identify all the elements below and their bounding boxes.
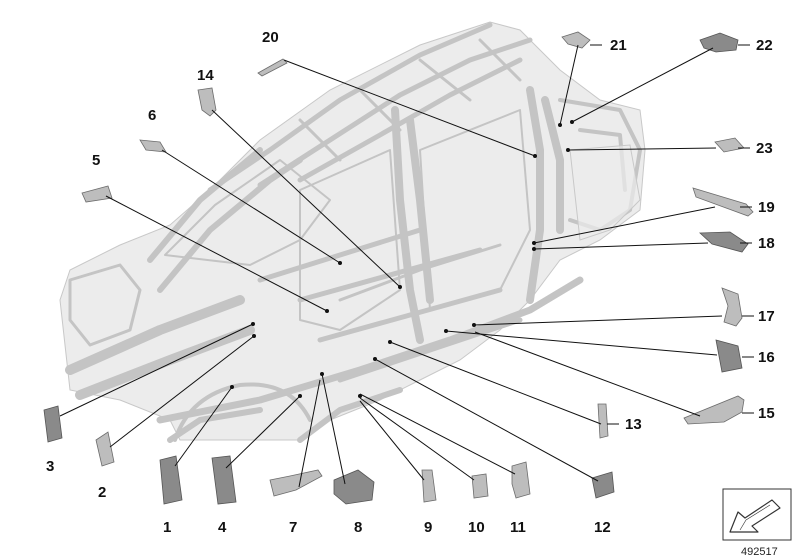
leader-dots bbox=[230, 120, 574, 398]
floor-tunnel bbox=[338, 243, 502, 302]
callout-15[interactable]: 15 bbox=[758, 405, 775, 422]
callout-21[interactable]: 21 bbox=[610, 37, 627, 54]
callout-10[interactable]: 10 bbox=[468, 519, 485, 536]
callout-6[interactable]: 6 bbox=[148, 107, 156, 124]
callout-1[interactable]: 1 bbox=[163, 519, 171, 536]
side-sill bbox=[156, 276, 584, 424]
callout-9[interactable]: 9 bbox=[424, 519, 432, 536]
diagram-reference-number: 492517 bbox=[741, 546, 778, 558]
callout-13[interactable]: 13 bbox=[625, 416, 642, 433]
car-body-illustration bbox=[59, 21, 646, 443]
callout-8[interactable]: 8 bbox=[354, 519, 362, 536]
front-rail bbox=[65, 295, 255, 400]
callout-5[interactable]: 5 bbox=[92, 152, 100, 169]
part-16-gusset bbox=[715, 339, 743, 373]
part-9-gusset bbox=[421, 469, 437, 503]
callout-22[interactable]: 22 bbox=[756, 37, 773, 54]
leader-lines bbox=[59, 44, 754, 488]
roof-frame bbox=[207, 22, 533, 193]
part-21-bracket bbox=[561, 31, 591, 49]
callout-16[interactable]: 16 bbox=[758, 349, 775, 366]
orientation-arrow-box bbox=[722, 488, 792, 541]
part-3-bracket bbox=[43, 405, 63, 443]
front-strut-tower bbox=[68, 263, 142, 347]
callout-11[interactable]: 11 bbox=[510, 519, 526, 536]
part-13-post bbox=[597, 403, 609, 439]
part-15-rail bbox=[683, 395, 745, 425]
part-14-gusset bbox=[197, 87, 217, 117]
direction-arrow-icon bbox=[729, 499, 781, 533]
callout-23[interactable]: 23 bbox=[756, 140, 773, 157]
windshield-opening bbox=[164, 159, 331, 266]
callout-labels: 20 14 6 5 21 22 23 19 18 17 16 15 13 12 … bbox=[46, 29, 775, 536]
part-20-bracket bbox=[257, 58, 288, 77]
floor-crossmembers bbox=[257, 227, 523, 383]
rear-quarter-panel bbox=[569, 144, 641, 241]
part-1-panel bbox=[159, 455, 183, 505]
part-4-panel bbox=[211, 455, 237, 505]
part-23-bracket bbox=[714, 137, 745, 153]
callout-3[interactable]: 3 bbox=[46, 458, 54, 475]
c-pillar bbox=[526, 86, 564, 304]
part-17-bracket bbox=[721, 287, 743, 327]
part-7-strut bbox=[269, 469, 323, 497]
part-8-housing bbox=[333, 469, 375, 505]
callout-20[interactable]: 20 bbox=[262, 29, 279, 46]
callout-4[interactable]: 4 bbox=[218, 519, 227, 536]
callout-18[interactable]: 18 bbox=[758, 235, 775, 252]
part-22-reinforcement bbox=[699, 32, 739, 53]
part-12-block bbox=[591, 471, 615, 499]
a-pillar bbox=[147, 147, 303, 293]
part-2-bracket bbox=[95, 431, 115, 467]
part-5-plate bbox=[81, 185, 113, 203]
part-19-strip bbox=[692, 187, 754, 217]
rear-door-opening bbox=[419, 109, 531, 311]
callout-19[interactable]: 19 bbox=[758, 199, 775, 216]
lower-rails bbox=[167, 387, 403, 443]
callout-12[interactable]: 12 bbox=[594, 519, 611, 536]
roof-crossmembers bbox=[298, 38, 522, 162]
part-10-clip bbox=[471, 473, 489, 499]
callout-14[interactable]: 14 bbox=[197, 67, 214, 84]
callout-17[interactable]: 17 bbox=[758, 308, 775, 325]
callout-7[interactable]: 7 bbox=[289, 519, 297, 536]
callout-2[interactable]: 2 bbox=[98, 484, 106, 501]
part-18-strip bbox=[699, 231, 749, 253]
part-11-bracket bbox=[511, 461, 531, 499]
body-side-panel bbox=[59, 21, 646, 441]
